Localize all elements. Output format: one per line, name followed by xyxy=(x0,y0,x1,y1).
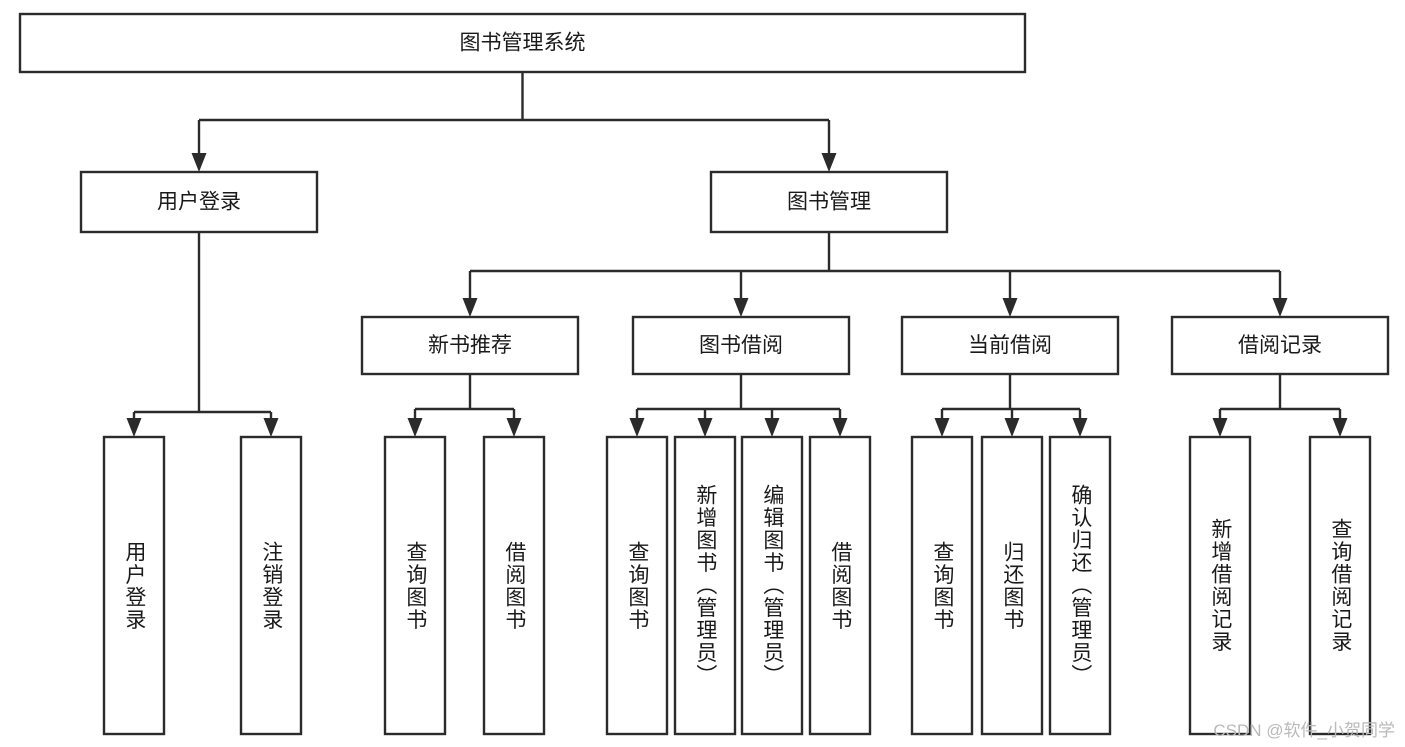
level3-node-label: 借阅记录 xyxy=(1238,334,1322,357)
arrow-head-new-book-1 xyxy=(506,418,522,437)
level3-node-box-新书推荐[interactable] xyxy=(360,315,580,376)
arrow-head-borrow-3 xyxy=(832,418,848,437)
level3-node-box-当前借阅[interactable] xyxy=(900,315,1120,376)
arrow-head-user-login-1 xyxy=(263,418,279,437)
leaf-node-box-新增图书管理员[interactable] xyxy=(673,435,737,736)
level3-node-box-图书借阅[interactable] xyxy=(631,315,851,376)
arrow-head-current-2 xyxy=(1072,418,1088,437)
leaf-node-box-用户登录[interactable] xyxy=(102,435,166,736)
arrow-head-current-0 xyxy=(934,418,950,437)
arrow-head-current-1 xyxy=(1004,418,1020,437)
leaf-node-box-注销登录[interactable] xyxy=(239,435,303,736)
arrow-head-borrow-0 xyxy=(629,418,645,437)
boxes-layer xyxy=(18,12,1390,736)
arrow-head-root-1 xyxy=(821,153,837,172)
edges-layer xyxy=(126,72,1348,437)
leaf-node-box-归还图书[interactable] xyxy=(980,435,1044,736)
level3-node-box-借阅记录[interactable] xyxy=(1170,315,1390,376)
root-node-box-图书管理系统[interactable] xyxy=(18,12,1027,74)
leaf-node-box-查询图书[interactable] xyxy=(383,435,447,736)
root-node-label: 图书管理系统 xyxy=(460,32,586,55)
arrow-head-user-login-0 xyxy=(126,418,142,437)
leaf-node-box-借阅图书[interactable] xyxy=(482,435,546,736)
arrow-head-root-0 xyxy=(191,153,207,172)
arrow-head-borrow-2 xyxy=(764,418,780,437)
leaf-node-box-确认归还管理员[interactable] xyxy=(1048,435,1112,736)
level2-node-label: 用户登录 xyxy=(157,191,241,214)
level3-node-label: 图书借阅 xyxy=(699,334,783,357)
level2-node-label: 图书管理 xyxy=(787,191,871,214)
arrow-head-book-mgmt-2 xyxy=(1002,298,1018,317)
arrow-head-book-mgmt-3 xyxy=(1272,298,1288,317)
leaf-node-box-借阅图书[interactable] xyxy=(808,435,872,736)
level3-node-label: 新书推荐 xyxy=(428,334,512,357)
leaf-node-box-新增借阅记录[interactable] xyxy=(1188,435,1252,736)
leaf-node-box-查询借阅记录[interactable] xyxy=(1308,435,1372,736)
arrow-head-record-1 xyxy=(1332,418,1348,437)
arrow-head-borrow-1 xyxy=(697,418,713,437)
watermark-text: CSDN @软件_小贺同学 xyxy=(1213,721,1395,740)
leaf-node-box-查询图书[interactable] xyxy=(910,435,974,736)
arrow-head-book-mgmt-0 xyxy=(462,298,478,317)
level2-node-box-用户登录[interactable] xyxy=(79,170,319,234)
arrow-head-new-book-0 xyxy=(407,418,423,437)
leaf-node-box-查询图书[interactable] xyxy=(605,435,669,736)
leaf-node-box-编辑图书管理员[interactable] xyxy=(740,435,804,736)
arrow-head-record-0 xyxy=(1212,418,1228,437)
level2-node-box-图书管理[interactable] xyxy=(709,170,949,234)
level3-node-label: 当前借阅 xyxy=(968,334,1052,357)
arrow-head-book-mgmt-1 xyxy=(733,298,749,317)
